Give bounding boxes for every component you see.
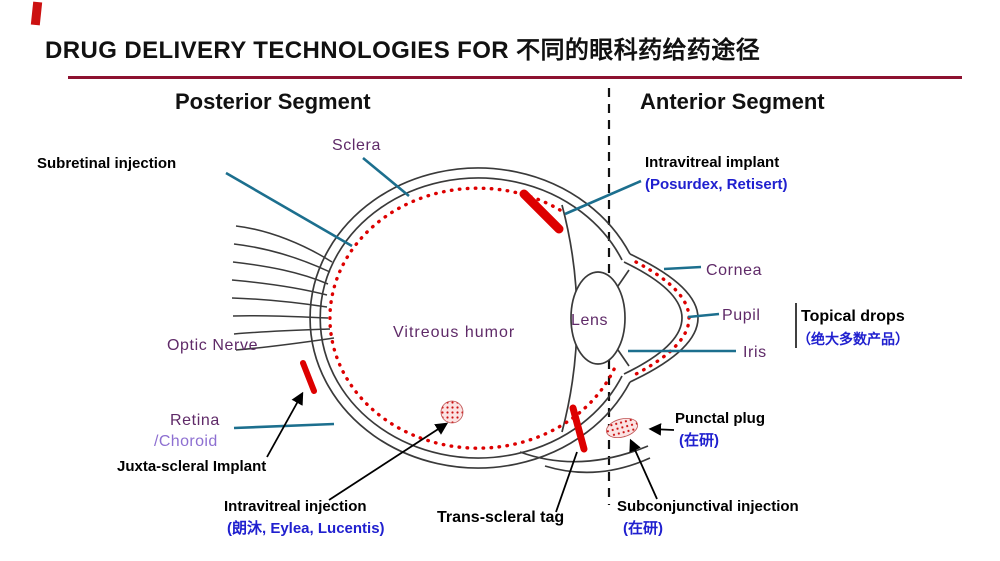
subretinal-injection-label: Subretinal injection xyxy=(37,155,177,172)
vitreous-humor-label: Vitreous humor xyxy=(393,324,516,341)
subconjunctival-injection-label: Subconjunctival injection xyxy=(617,498,799,515)
title-underline xyxy=(68,76,962,79)
pupil-label: Pupil xyxy=(722,307,761,324)
subconjunctival-injection-note-label: (在研) xyxy=(623,520,663,537)
intravitreal-injection-products-label: (朗沐, Eylea, Lucentis) xyxy=(227,520,385,537)
retina-label: Retina xyxy=(170,412,220,429)
punctal-plug-label: Punctal plug xyxy=(675,410,765,427)
retina-dotted-line xyxy=(328,186,691,450)
punctal-plug-note-label: (在研) xyxy=(679,432,719,449)
subconjunctival-injection-site xyxy=(605,417,639,439)
lens-label: Lens xyxy=(571,312,609,329)
iris-label: Iris xyxy=(743,344,767,361)
sclera-leader-line xyxy=(362,156,410,198)
conjunctiva-fold-2 xyxy=(544,457,651,474)
slide-title: DRUG DELIVERY TECHNOLOGIES FOR 不同的眼科药给药途… xyxy=(45,37,761,64)
posterior-segment-heading: Posterior Segment xyxy=(175,89,371,114)
pupil-leader-line xyxy=(687,312,720,319)
leader-lines-teal xyxy=(225,156,736,430)
intravitreal-implant-label: Intravitreal implant xyxy=(645,154,780,171)
trans-scleral-tag-device xyxy=(569,404,588,453)
punctal-plug-pointer-line xyxy=(648,423,675,436)
anterior-segment-heading: Anterior Segment xyxy=(640,89,825,114)
juxta-scleral-implant-label: Juxta-scleral Implant xyxy=(117,458,267,475)
trans-scleral-pointer-line xyxy=(555,451,578,513)
subconjunctival-pointer-line xyxy=(629,438,658,500)
optic-nerve-label: Optic Nerve xyxy=(167,337,259,354)
intravitreal-implant-products-label: (Posurdex, Retisert) xyxy=(645,176,788,193)
intravitreal-injection-pointer-line xyxy=(328,422,449,501)
cornea-label: Cornea xyxy=(706,262,763,279)
cornea-dotted-line xyxy=(634,260,691,376)
intravitreal-injection-site xyxy=(440,400,464,424)
choroid-label: /Choroid xyxy=(154,433,218,450)
topical-drops-note-label: （绝大多数产品） xyxy=(797,331,909,347)
optic-nerve-fibers xyxy=(231,225,335,351)
subretinal-leader-line xyxy=(225,171,353,248)
intravitreal-implant-leader-line xyxy=(564,179,642,216)
cornea-outline xyxy=(629,253,699,383)
trans-scleral-tag-label: Trans-scleral tag xyxy=(437,509,565,526)
juxta-scleral-implant-device xyxy=(300,360,317,394)
cornea-leader-line xyxy=(663,265,702,271)
topical-drops-label: Topical drops xyxy=(801,308,905,325)
lens-shape xyxy=(570,271,626,365)
eyeball-outline xyxy=(309,167,699,474)
intravitreal-injection-label: Intravitreal injection xyxy=(224,498,367,515)
juxta-scleral-pointer-line xyxy=(266,391,304,458)
sclera-label: Sclera xyxy=(332,137,381,154)
leader-lines-black xyxy=(266,303,797,513)
intravitreal-implant-device xyxy=(519,189,564,234)
